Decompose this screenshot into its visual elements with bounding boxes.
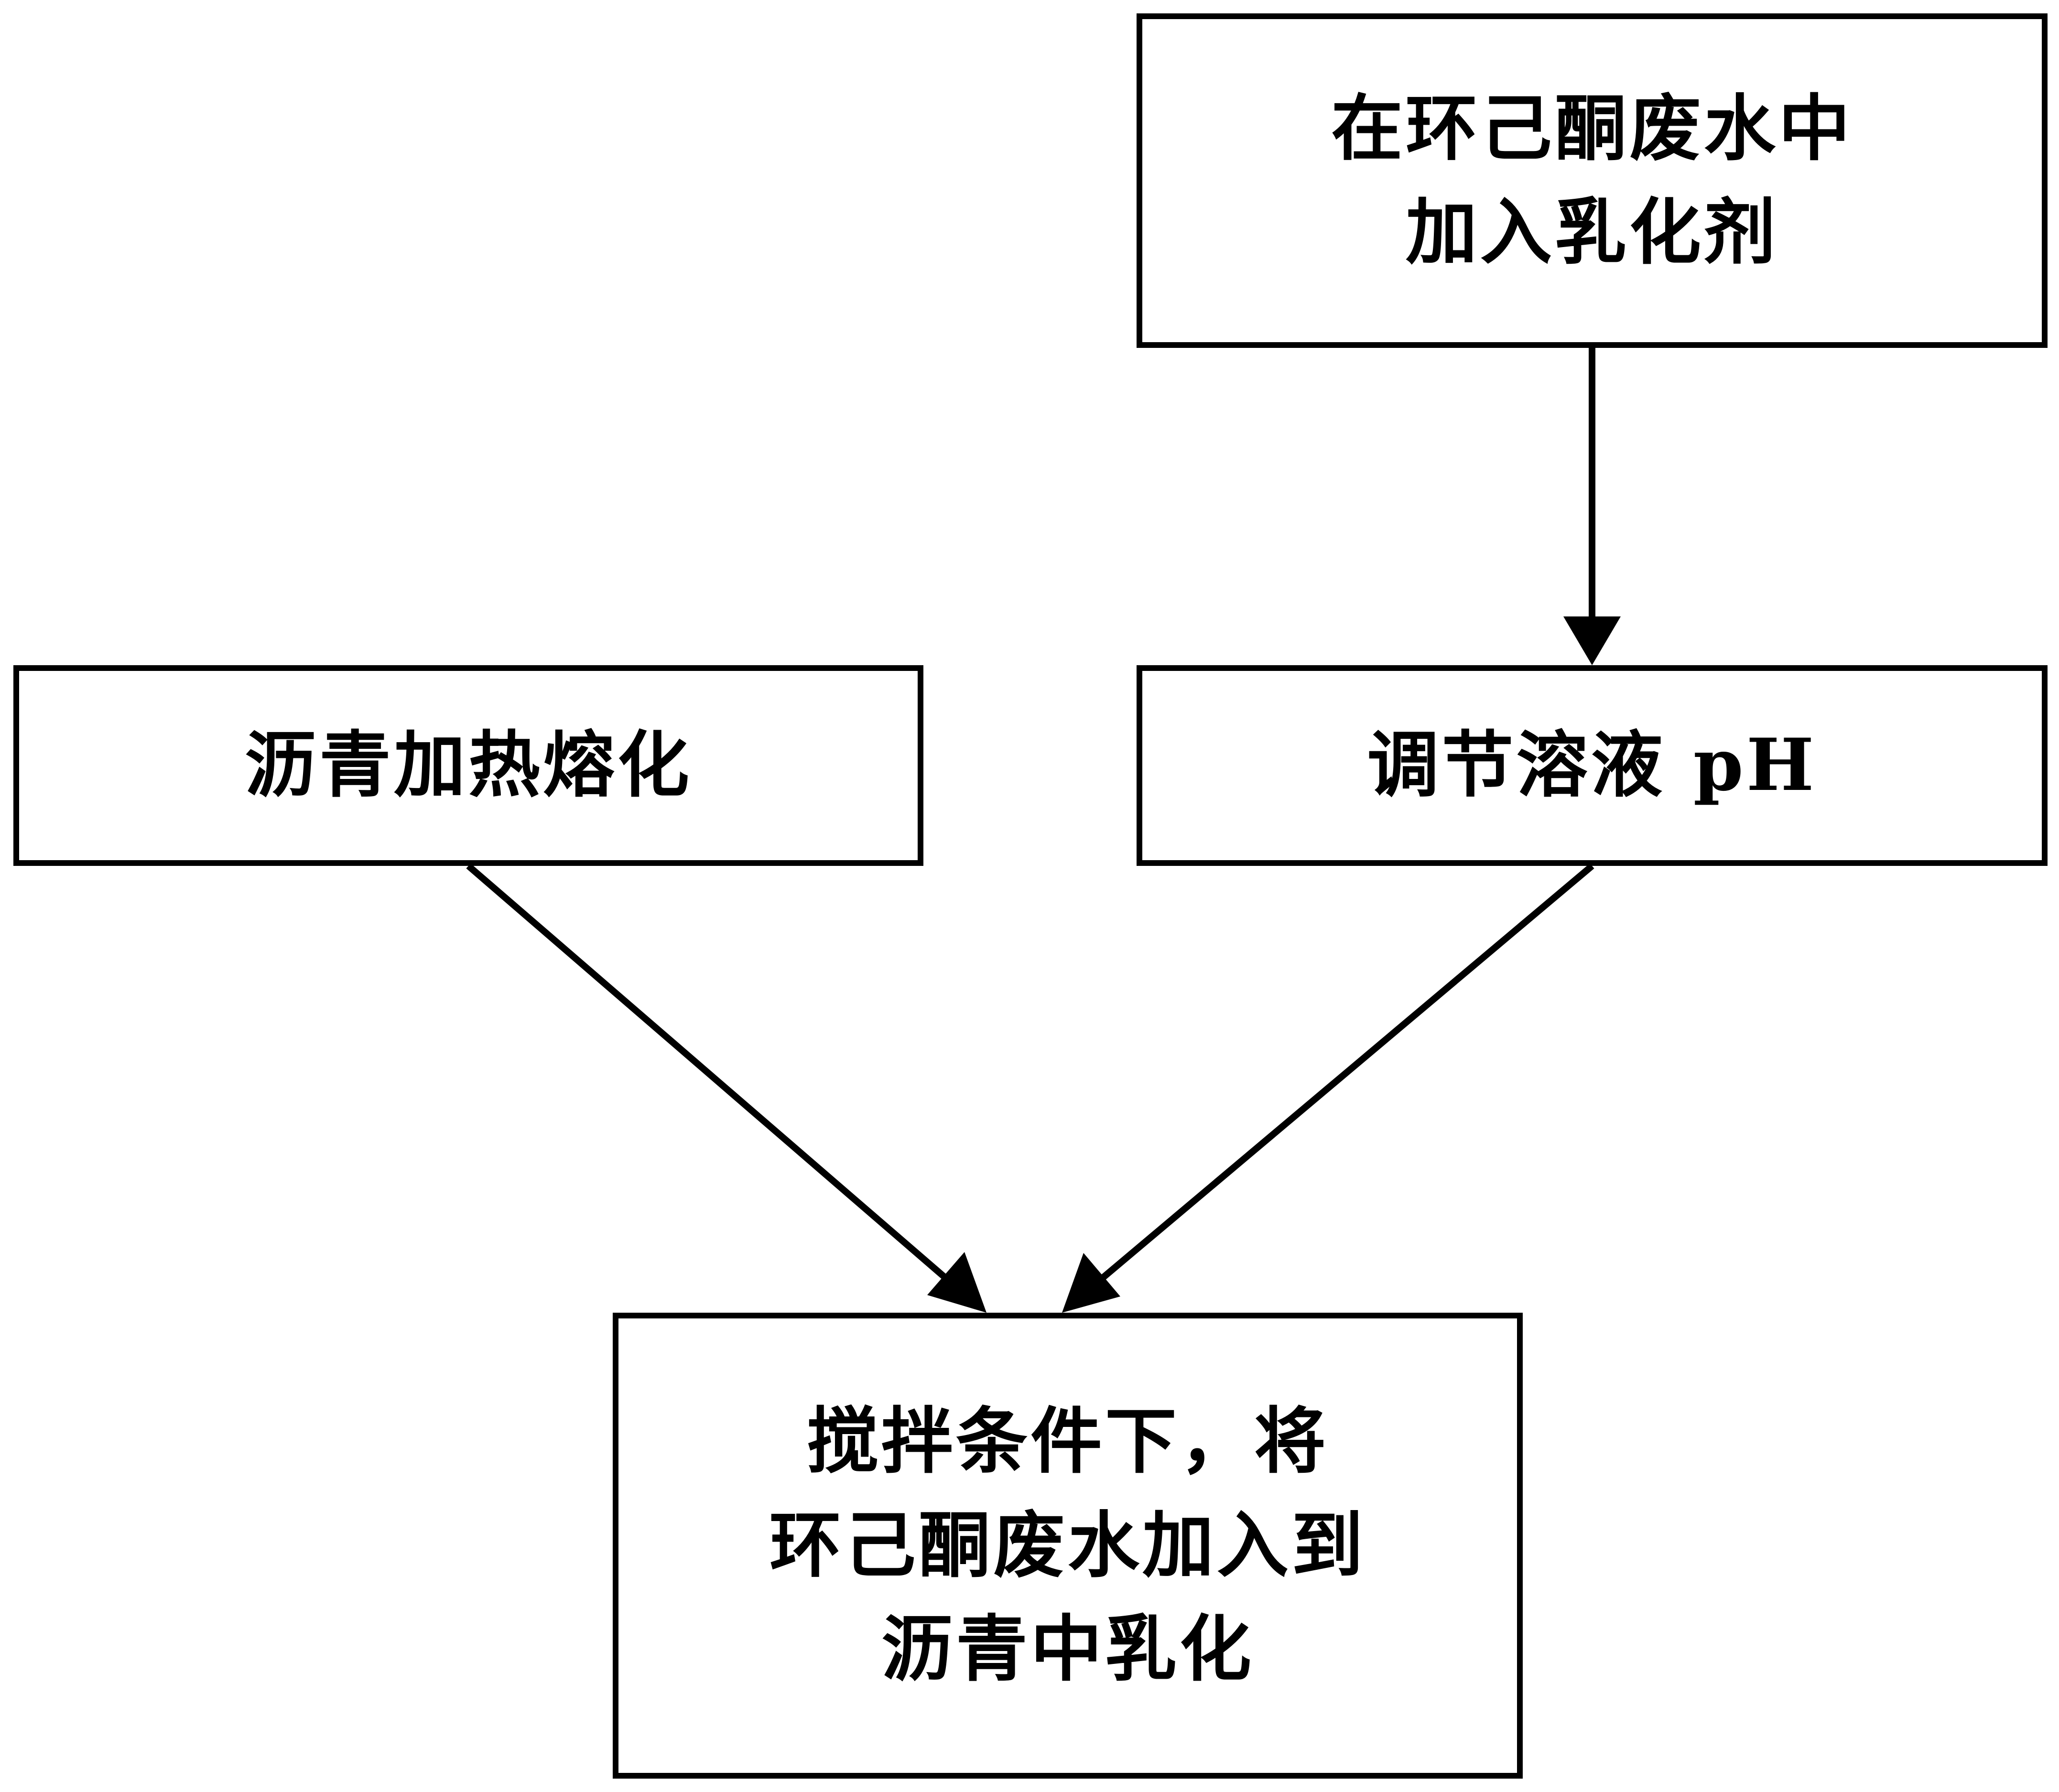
step-text: 在环己酮废水中 xyxy=(1331,86,1853,171)
arrow-left-to-bottom xyxy=(466,863,951,1284)
arrowhead-right-to-bottom xyxy=(1062,1253,1120,1313)
step-text: 沥青加热熔化 xyxy=(244,723,692,808)
step-box-heat-asphalt: 沥青加热熔化 xyxy=(13,665,923,866)
arrow-right-to-bottom xyxy=(1097,863,1594,1284)
step-text: 调节溶液 pH xyxy=(1367,723,1817,808)
step-box-emulsify: 搅拌条件下，将 环己酮废水加入到 沥青中乳化 xyxy=(613,1313,1523,1779)
step-box-adjust-ph: 调节溶液 pH xyxy=(1137,665,2048,866)
step-text: 加入乳化剂 xyxy=(1405,190,1778,274)
step-text: 搅拌条件下，将 xyxy=(806,1399,1329,1484)
step-box-add-emulsifier: 在环己酮废水中 加入乳化剂 xyxy=(1137,13,2048,348)
step-text: 沥青中乳化 xyxy=(881,1607,1254,1692)
arrowhead-left-to-bottom xyxy=(927,1252,986,1313)
arrowhead-top-to-right xyxy=(1563,616,1621,665)
step-text: 环己酮废水加入到 xyxy=(769,1503,1366,1587)
